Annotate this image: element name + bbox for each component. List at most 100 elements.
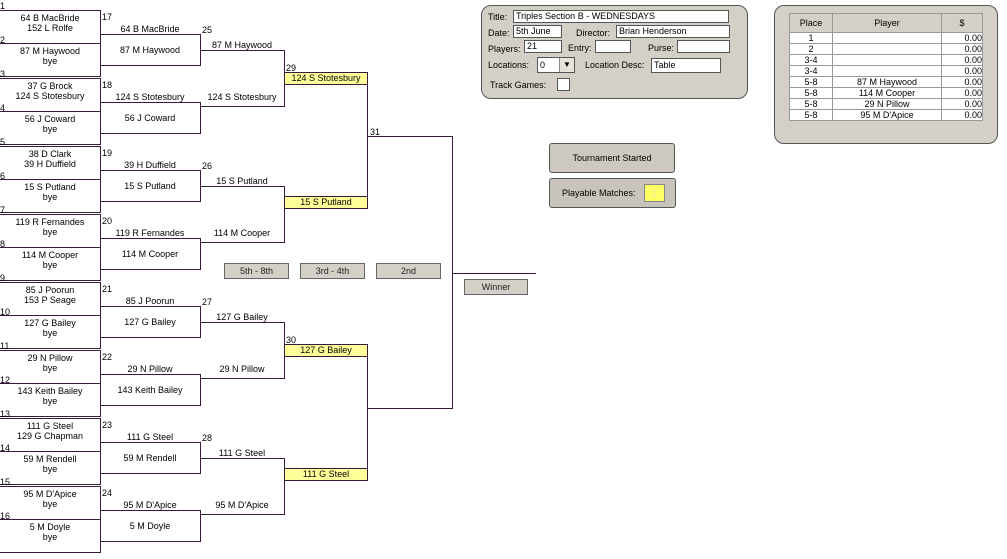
tournament-started-button[interactable]: Tournament Started <box>549 143 675 173</box>
player-name-highlight[interactable]: 127 G Bailey <box>284 344 368 357</box>
bracket-line <box>100 282 101 315</box>
player-name[interactable]: bye <box>42 227 58 237</box>
player-name[interactable]: 153 P Seage <box>24 295 76 305</box>
player-name[interactable]: 111 G Steel <box>126 432 174 442</box>
fifth-eighth-button[interactable]: 5th - 8th <box>224 263 289 279</box>
player-name[interactable]: 127 G Bailey <box>24 318 76 328</box>
player-name[interactable]: 87 M Haywood <box>19 46 81 56</box>
second-button[interactable]: 2nd <box>376 263 441 279</box>
match-number: 8 <box>0 239 6 249</box>
player-name[interactable]: 15 S Putland <box>216 176 268 186</box>
player-name[interactable]: 119 R Fernandes <box>15 217 85 227</box>
player-name[interactable]: 5 M Doyle <box>129 521 171 531</box>
player-name[interactable]: bye <box>42 464 58 474</box>
bracket-line <box>200 186 285 187</box>
player-name[interactable]: 114 M Cooper <box>121 249 179 259</box>
player-name[interactable]: 129 G Chapman <box>16 431 84 441</box>
player-name[interactable]: 5 M Doyle <box>29 522 71 532</box>
bracket-line <box>0 348 101 349</box>
entry-input[interactable] <box>595 40 631 53</box>
match-number: 27 <box>202 297 213 307</box>
bracket-line <box>100 350 101 383</box>
player-name[interactable]: 29 N Pillow <box>27 353 73 363</box>
players-input[interactable]: 21 <box>524 40 562 53</box>
bracket-line <box>0 282 101 283</box>
player-name[interactable]: 38 D Clark <box>28 149 72 159</box>
player-name[interactable]: 85 J Poorun <box>125 296 175 306</box>
bracket-line <box>200 442 201 473</box>
player-name[interactable]: 111 G Steel <box>26 421 74 431</box>
location-desc-input[interactable]: Table <box>651 58 721 73</box>
purse-input[interactable] <box>677 40 730 53</box>
player-name[interactable]: 85 J Poorun <box>25 285 75 295</box>
player-name-highlight[interactable]: 15 S Putland <box>284 196 368 209</box>
player-name[interactable]: 87 M Haywood <box>119 45 181 55</box>
player-name[interactable]: 114 M Cooper <box>21 250 79 260</box>
match-number: 3 <box>0 69 6 79</box>
player-name[interactable]: 143 Keith Bailey <box>17 386 83 396</box>
player-name[interactable]: 152 L Rolfe <box>27 23 73 33</box>
player-name[interactable]: 124 S Stotesbury <box>207 92 277 102</box>
player-name[interactable]: 95 M D'Apice <box>23 489 77 499</box>
player-name[interactable]: 37 G Brock <box>27 81 73 91</box>
player-name[interactable]: 29 N Pillow <box>219 364 265 374</box>
player-name[interactable]: 39 H Duffield <box>124 160 176 170</box>
player-name[interactable]: bye <box>42 56 58 66</box>
director-input[interactable]: Brian Henderson <box>616 25 730 38</box>
player-name[interactable]: 114 M Cooper <box>213 228 271 238</box>
player-name[interactable]: 87 M Haywood <box>211 40 273 50</box>
player-name[interactable]: 15 S Putland <box>24 182 76 192</box>
player-name[interactable]: 95 M D'Apice <box>215 500 269 510</box>
player-name-highlight[interactable]: 124 S Stotesbury <box>284 72 368 85</box>
prize-cell: 0.00 <box>941 32 983 44</box>
player-cell: 87 M Haywood <box>832 76 942 88</box>
player-name[interactable]: bye <box>42 328 58 338</box>
bracket-line <box>284 458 285 514</box>
title-input[interactable]: Triples Section B - WEDNESDAYS <box>513 10 729 23</box>
player-name[interactable]: bye <box>42 396 58 406</box>
player-name[interactable]: 39 H Duffield <box>24 159 76 169</box>
player-name[interactable]: 29 N Pillow <box>127 364 173 374</box>
player-name[interactable]: bye <box>42 363 58 373</box>
match-number: 18 <box>102 80 113 90</box>
track-games-label: Track Games: <box>490 80 547 90</box>
match-number: 29 <box>286 63 297 73</box>
place-cell: 2 <box>789 43 833 55</box>
locations-select[interactable]: 0 ▼ <box>537 57 575 73</box>
third-fourth-button[interactable]: 3rd - 4th <box>300 263 365 279</box>
player-name[interactable]: 56 J Coward <box>24 114 76 124</box>
bracket-line <box>367 408 453 409</box>
player-name[interactable]: 143 Keith Bailey <box>117 385 183 395</box>
date-input[interactable]: 5th June <box>513 25 562 38</box>
player-name-highlight[interactable]: 111 G Steel <box>284 468 368 481</box>
place-cell: 3-4 <box>789 54 833 66</box>
player-name[interactable]: 64 B MacBride <box>20 13 80 23</box>
prize-header: $ <box>941 13 983 33</box>
player-name[interactable]: 59 M Rendell <box>123 453 177 463</box>
player-name[interactable]: 56 J Coward <box>124 113 176 123</box>
bracket-line <box>452 136 453 409</box>
track-games-checkbox[interactable] <box>557 78 570 91</box>
players-label: Players: <box>488 44 521 54</box>
player-name[interactable]: 15 S Putland <box>124 181 176 191</box>
winner-button[interactable]: Winner <box>464 279 528 295</box>
player-name[interactable]: 119 R Fernandes <box>115 228 185 238</box>
player-name[interactable]: 59 M Rendell <box>23 454 77 464</box>
prize-cell: 0.00 <box>941 65 983 77</box>
player-name[interactable]: 127 G Bailey <box>216 312 268 322</box>
player-name[interactable]: bye <box>42 499 58 509</box>
player-name[interactable]: 127 G Bailey <box>124 317 176 327</box>
player-name[interactable]: 64 B MacBride <box>120 24 180 34</box>
match-number: 12 <box>0 375 11 385</box>
player-name[interactable]: 124 S Stotesbury <box>115 92 185 102</box>
player-name[interactable]: bye <box>42 532 58 542</box>
bracket-line <box>100 146 101 179</box>
player-name[interactable]: bye <box>42 124 58 134</box>
player-name[interactable]: 95 M D'Apice <box>123 500 177 510</box>
playable-matches-button[interactable]: Playable Matches: 2 <box>549 178 676 208</box>
player-name[interactable]: 124 S Stotesbury <box>15 91 85 101</box>
player-name[interactable]: bye <box>42 192 58 202</box>
player-name[interactable]: bye <box>42 260 58 270</box>
player-name[interactable]: 111 G Steel <box>218 448 266 458</box>
